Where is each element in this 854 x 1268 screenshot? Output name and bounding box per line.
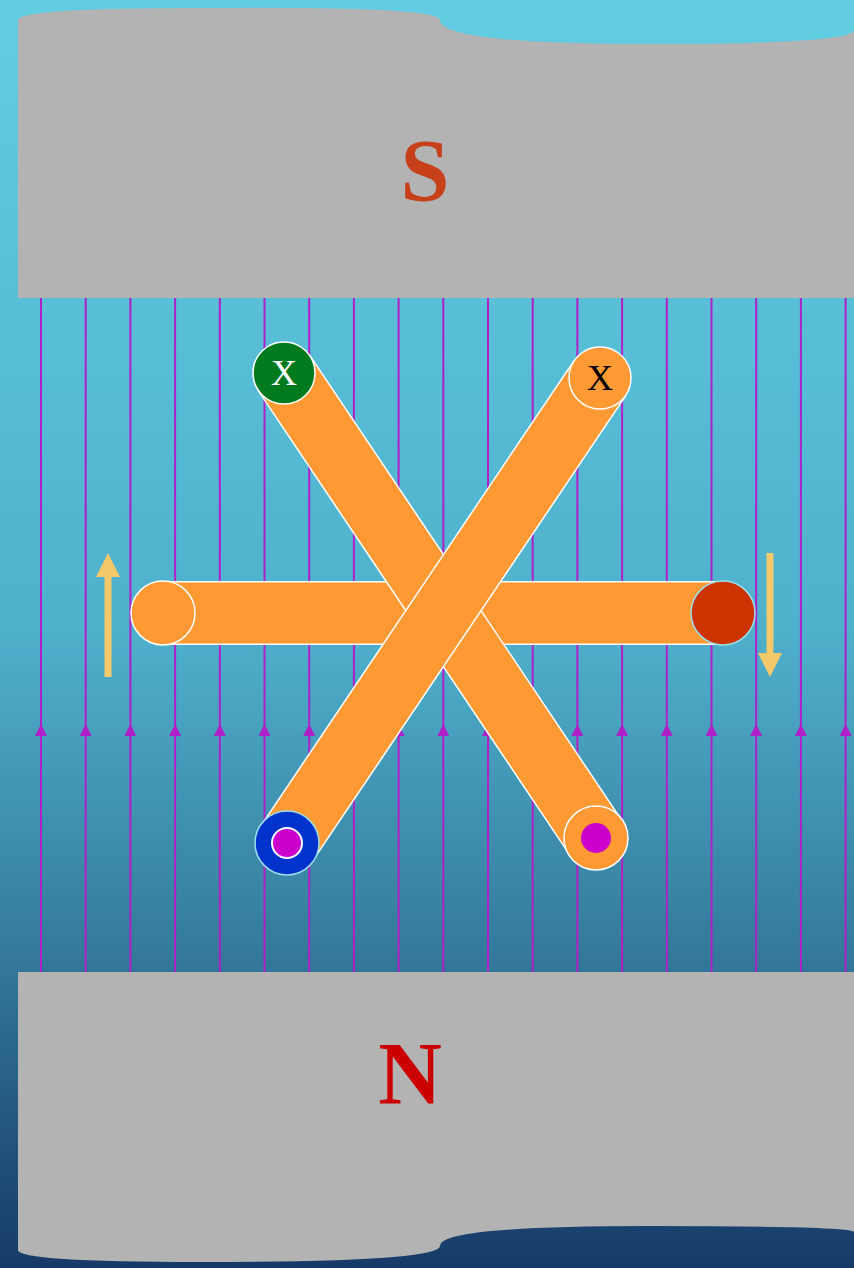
pole-letter: S bbox=[401, 120, 450, 221]
force-arrow bbox=[767, 553, 774, 665]
conductor-in: X bbox=[568, 346, 632, 410]
conductor-out bbox=[255, 811, 319, 875]
pole-label-box: N bbox=[310, 1008, 510, 1138]
force-arrow bbox=[105, 565, 112, 677]
conductor-in: X bbox=[252, 341, 316, 405]
pole-label-box: S bbox=[325, 105, 525, 235]
conductor-out bbox=[564, 806, 628, 870]
current-cross: X bbox=[587, 357, 613, 399]
armature-bars bbox=[163, 373, 723, 843]
field-lines bbox=[41, 298, 846, 972]
conductor-end bbox=[691, 581, 755, 645]
current-dot bbox=[581, 823, 611, 853]
pole-letter: N bbox=[378, 1023, 442, 1124]
north-pole bbox=[18, 972, 854, 1262]
current-cross: X bbox=[271, 352, 297, 394]
south-pole bbox=[18, 8, 854, 298]
conductor-end bbox=[131, 581, 195, 645]
current-dot bbox=[272, 828, 302, 858]
